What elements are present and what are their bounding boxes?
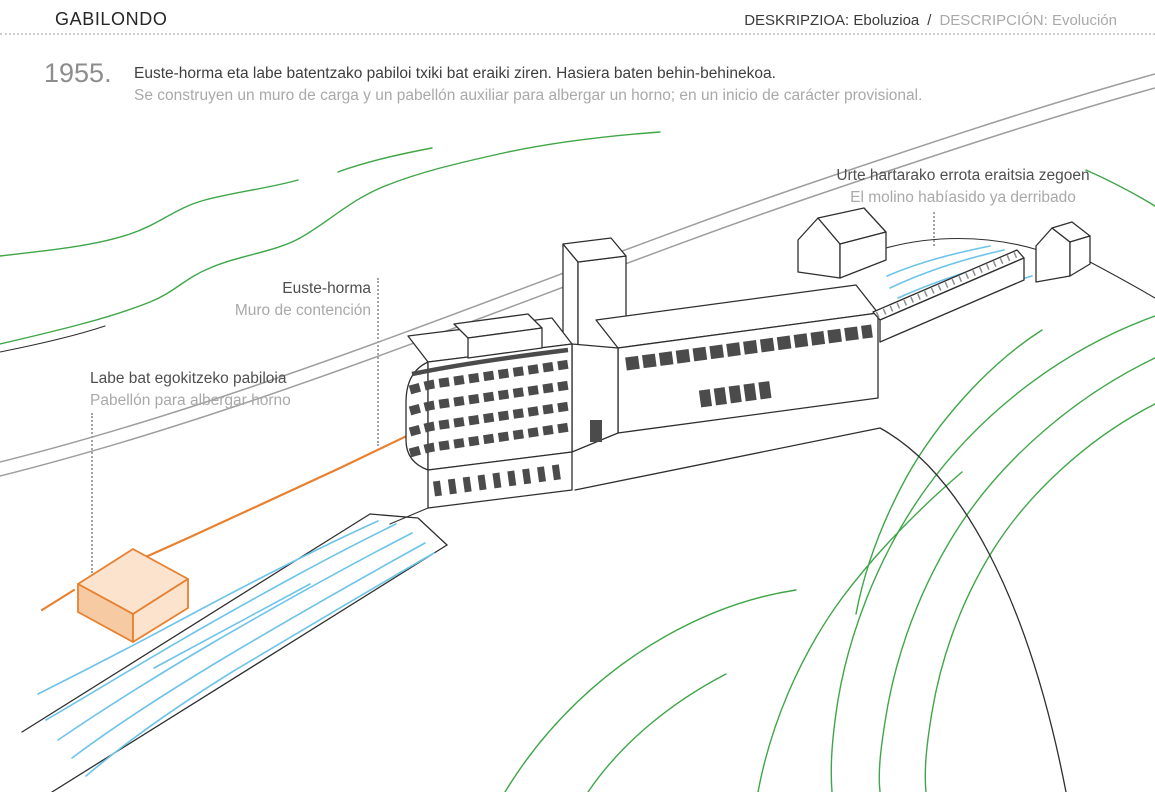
tower-top-face [562, 237, 627, 263]
gabled-house [797, 207, 887, 279]
contour-line [855, 329, 1043, 615]
leader-line-retaining-wall [377, 278, 379, 446]
corner-arcade [432, 463, 568, 497]
contour-line [924, 403, 1155, 792]
corner-window-band [408, 422, 571, 458]
structure-side [1069, 235, 1091, 277]
river [21, 513, 448, 792]
caption-text-es: Se construyen un muro de carga y un pabe… [134, 87, 923, 104]
riverside-structure [1035, 221, 1155, 299]
wing-lower-windows [698, 380, 776, 408]
annotation-pavilion-eu: Labe bat egokitzeko pabiloia [90, 370, 287, 387]
contour-line [830, 315, 1155, 792]
river-flow-line [85, 552, 435, 777]
pavilion-right-face [132, 578, 189, 643]
bank-line [1089, 261, 1155, 299]
mill-wall-front [879, 257, 1025, 343]
header: GABILONDO DESKRIPZIOA: Eboluzioa / DESCRIP… [55, 9, 1117, 30]
contour-line [0, 131, 661, 345]
building-base-line [389, 507, 429, 525]
retaining-wall [40, 418, 442, 612]
terrain-line [0, 325, 106, 353]
railway-line [0, 87, 1155, 477]
river-flow-line [71, 542, 426, 759]
annotation-pavilion-es: Pabellón para albergar horno [90, 392, 291, 409]
retaining-wall-line [128, 418, 442, 566]
annotation-retaining-wall-es: Muro de contención [234, 302, 371, 319]
contour-line [504, 589, 797, 792]
description-bar: DESKRIPZIOA: Eboluzioa / DESCRIPCIÓN: Evol… [744, 12, 1117, 29]
annotation-mill-eu: Urte hartarako errota eraitsia zegoen [836, 167, 1090, 184]
project-title: GABILONDO [55, 9, 168, 29]
penthouse-front [467, 327, 543, 359]
railway-line [0, 73, 1155, 463]
river-flow-line [45, 523, 397, 721]
year-label: 1955. [44, 58, 112, 88]
retaining-wall-line [40, 588, 76, 612]
caption-block: Euste-horma eta labe batentzako pabiloi … [134, 63, 922, 107]
corner-window-band [408, 380, 571, 416]
factory-building [389, 207, 1155, 792]
river-bank-back [885, 238, 1039, 251]
railway-lines [0, 73, 1155, 477]
contour-line [757, 471, 963, 792]
wing-window-band [625, 324, 873, 371]
house-side-wall [839, 231, 887, 279]
description-separator: / [927, 12, 932, 29]
road-edge [574, 427, 1067, 792]
caption-text-eu: Euste-horma eta labe batentzako pabiloi … [134, 65, 776, 82]
contour-line [878, 357, 1155, 792]
river-flow-line [153, 583, 311, 669]
annotation-mill-es: El molino habíasido ya derribado [850, 189, 1076, 206]
leader-line-pavilion [91, 413, 93, 573]
river-bank-top [21, 513, 371, 733]
description-label-eu: DESKRIPZIOA: Eboluzioa [744, 12, 920, 29]
river-flow-line [886, 245, 991, 277]
description-label-es: DESCRIPCIÓN: Evolución [939, 12, 1117, 29]
furnace-pavilion [77, 548, 189, 643]
dotted-rule [0, 33, 1155, 35]
annotation-retaining-wall-eu: Euste-horma [282, 280, 371, 297]
river-flow-line [37, 520, 379, 695]
leader-line-mill [933, 212, 935, 246]
river-flow-line [57, 532, 413, 741]
contour-line [0, 179, 299, 257]
river-tip [369, 513, 448, 546]
corner-window-band [408, 401, 571, 437]
corner-cornice-band [411, 347, 569, 377]
contour-line [1085, 169, 1155, 207]
contour-line [587, 673, 727, 792]
corner-window-band [408, 359, 571, 395]
contour-line [337, 147, 433, 173]
topography-contours [0, 131, 1155, 792]
river-flow-line [889, 249, 1005, 289]
